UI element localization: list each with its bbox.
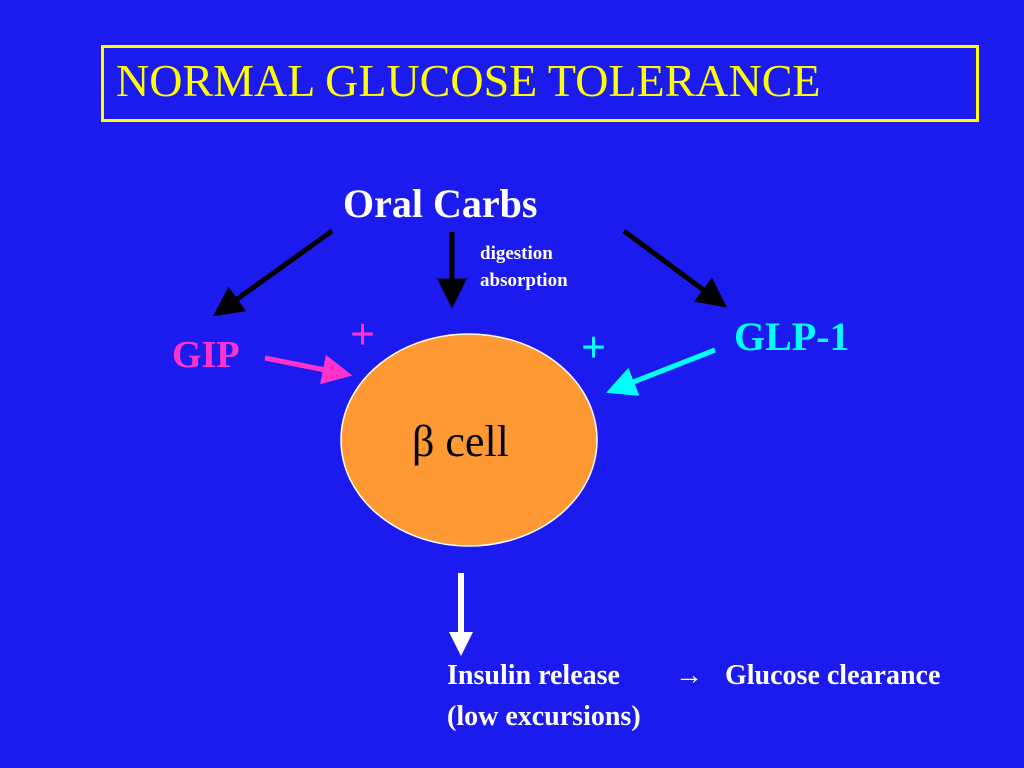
title-box: NORMAL GLUCOSE TOLERANCE bbox=[101, 45, 979, 122]
cell-word: cell bbox=[445, 417, 509, 466]
gip-plus-sign: + bbox=[350, 310, 376, 359]
glucose-clearance-label: Glucose clearance bbox=[725, 660, 941, 691]
glp1-label: GLP-1 bbox=[734, 314, 850, 359]
beta-symbol: β bbox=[412, 417, 435, 466]
arrow-glp1-to-cell bbox=[606, 347, 716, 396]
arrow-carbs-to-glp1 bbox=[622, 228, 728, 308]
right-arrow-icon: → bbox=[675, 660, 703, 691]
digestion-absorption-label: digestion absorption bbox=[480, 240, 568, 294]
arrow-gip-to-cell bbox=[264, 354, 353, 385]
arrow-carbs-to-gip bbox=[212, 228, 334, 317]
page-title: NORMAL GLUCOSE TOLERANCE bbox=[116, 55, 821, 106]
insulin-release-label: Insulin release bbox=[447, 660, 620, 691]
digestion-label: digestion bbox=[480, 243, 553, 264]
glp1-plus-sign: + bbox=[581, 323, 607, 372]
low-excursions-label: (low excursions) bbox=[447, 701, 641, 732]
beta-cell bbox=[340, 333, 598, 547]
oral-carbs-label: Oral Carbs bbox=[343, 181, 538, 226]
absorption-label: absorption bbox=[480, 270, 568, 291]
gip-label: GIP bbox=[172, 334, 240, 376]
beta-cell-label: β cell bbox=[412, 420, 509, 464]
